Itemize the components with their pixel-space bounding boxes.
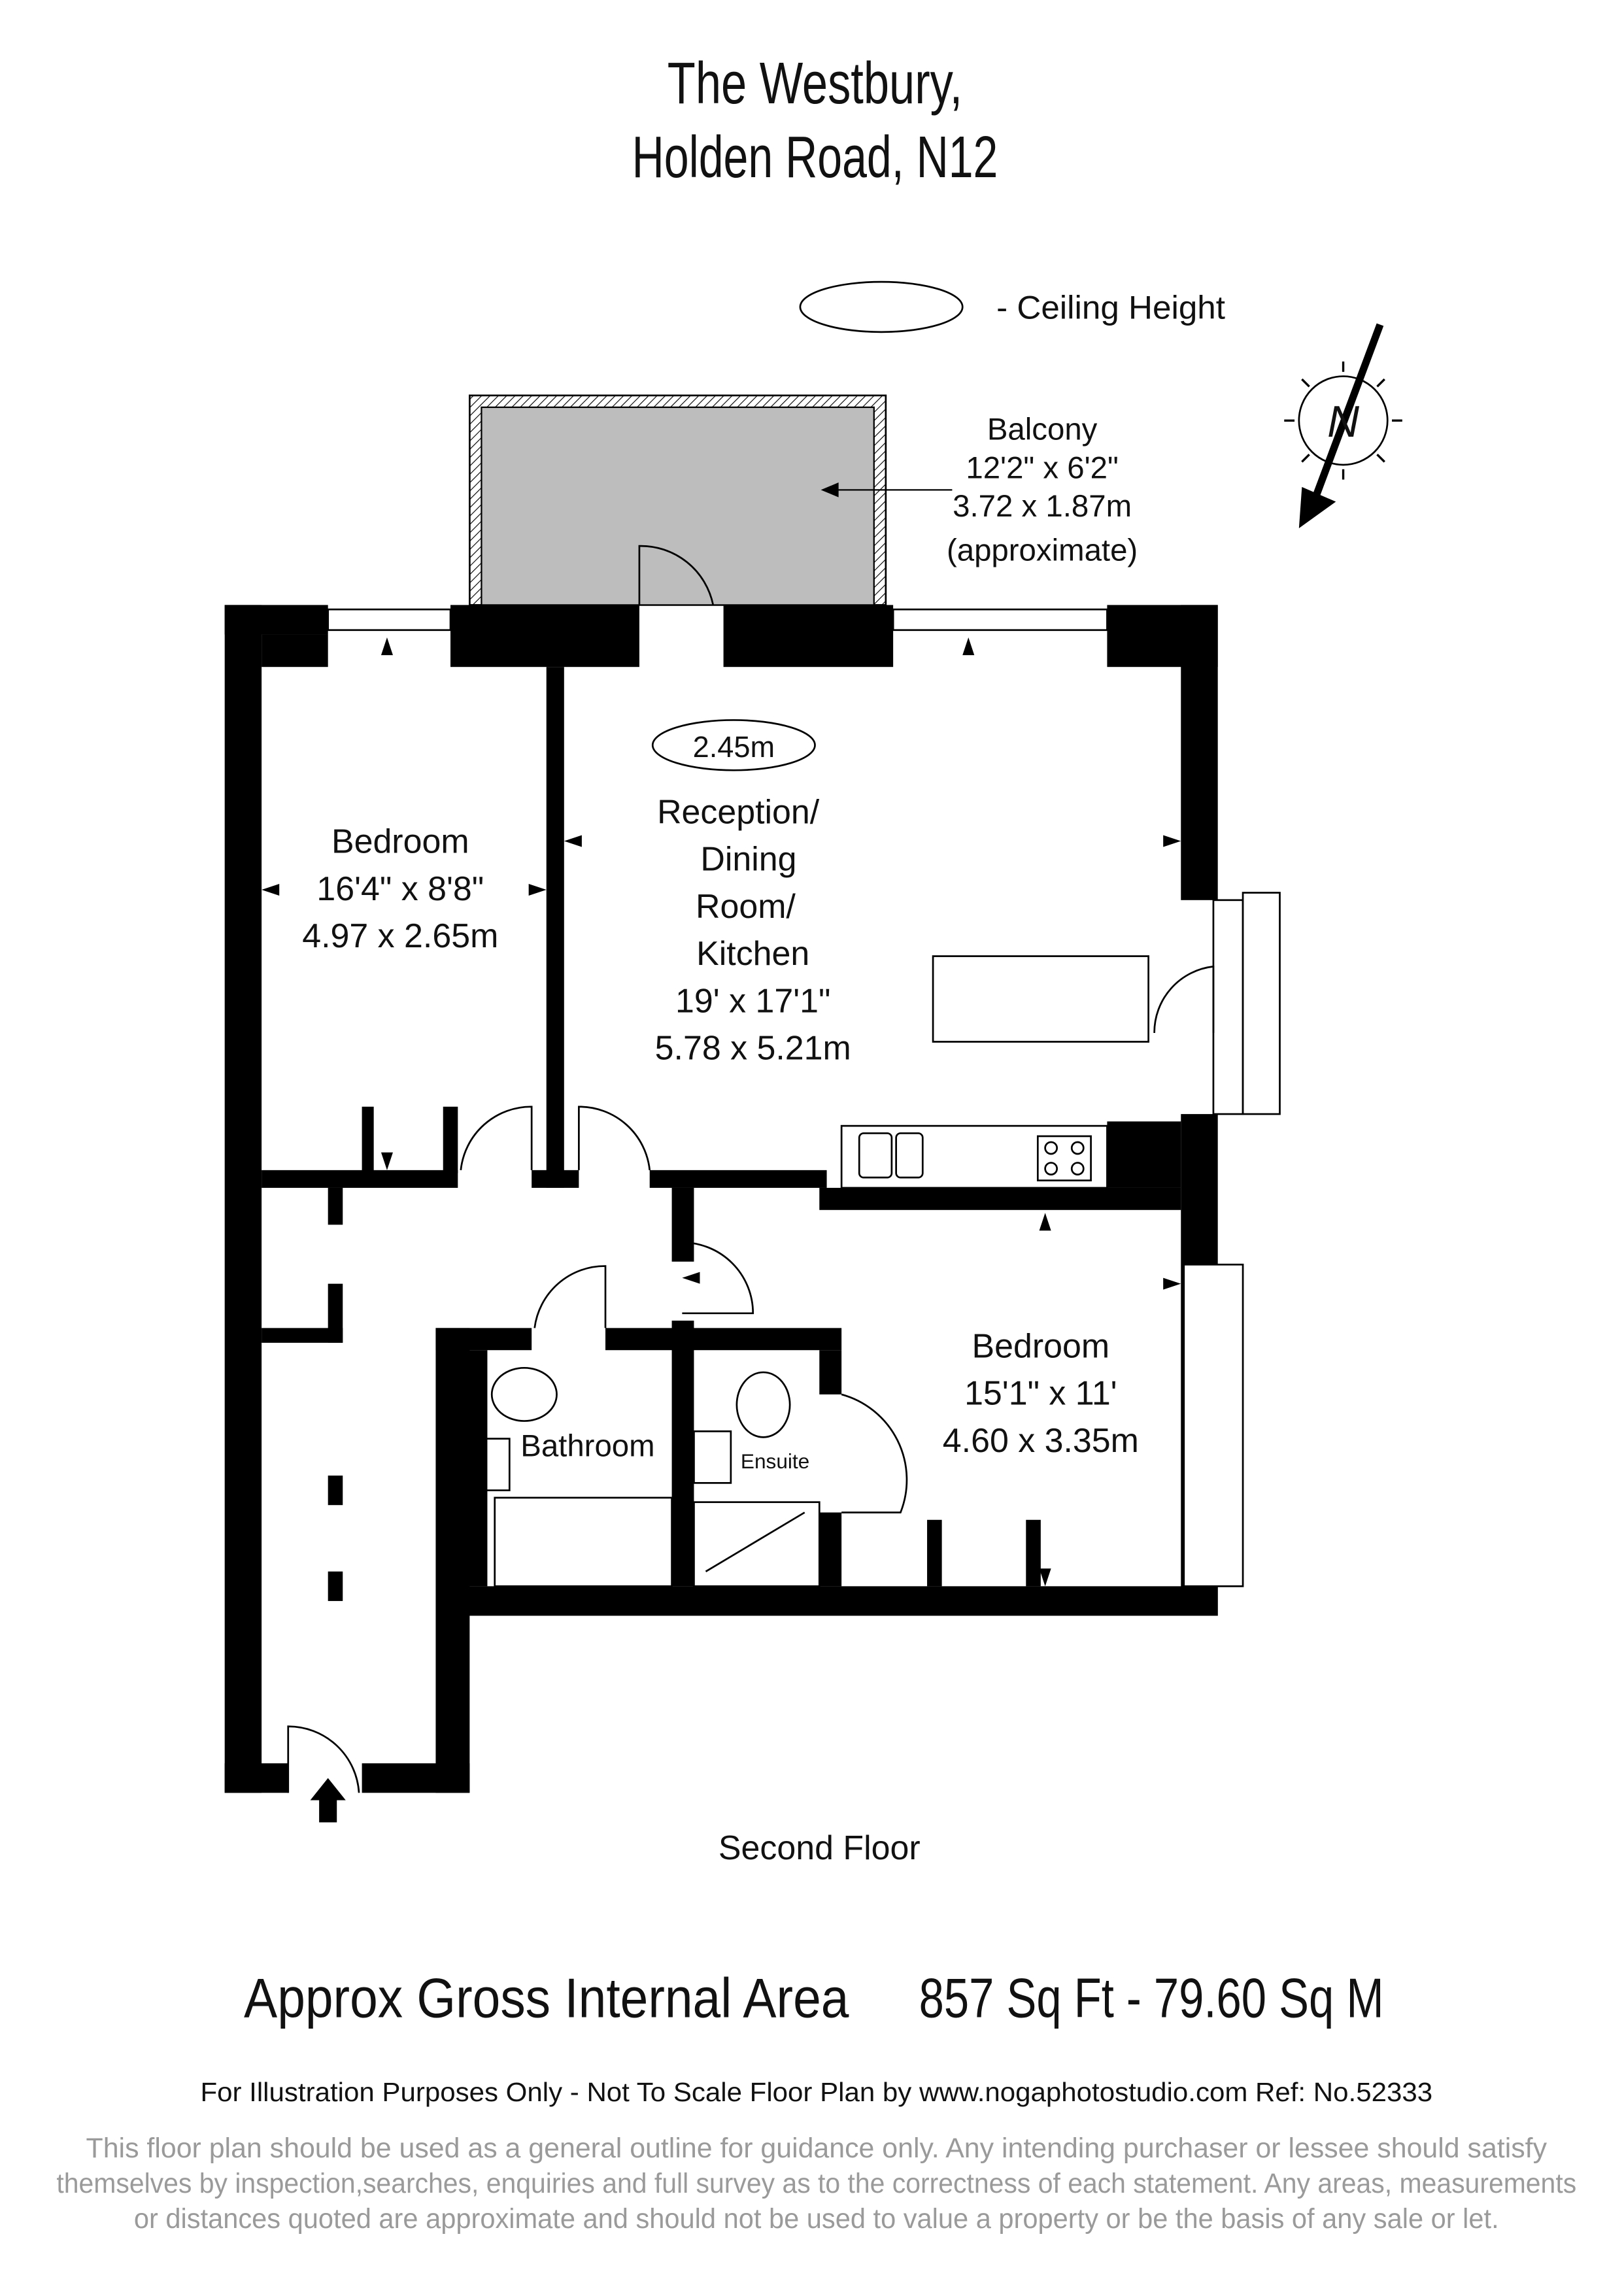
room-name-3: Room/ (696, 888, 796, 926)
balcony-note: (approximate) (947, 533, 1138, 568)
compass-north-label: N (1327, 397, 1359, 447)
room-metric: 4.97 x 2.65m (302, 917, 498, 955)
room-reception: Reception/ Dining Room/ Kitchen 19' x 17… (655, 793, 851, 1067)
dimension-arrows (262, 637, 1181, 1587)
room-bedroom-1: Bedroom 16'4" x 8'8" 4.97 x 2.65m (302, 823, 498, 955)
room-bathroom: Bathroom (520, 1429, 654, 1464)
ceiling-height-value: 2.45m (693, 730, 775, 764)
disclaimer-line-2: themselves by inspection,searches, enqui… (56, 2168, 1576, 2199)
room-name-2: Dining (700, 841, 796, 879)
ellipse-icon (799, 280, 964, 333)
entrance-arrow-icon (310, 1778, 346, 1823)
balcony-imperial: 12'2" x 6'2" (966, 450, 1118, 485)
doors (287, 545, 1215, 1793)
title-line-2: Holden Road, N12 (632, 124, 998, 190)
room-bedroom-2: Bedroom 15'1" x 11' 4.60 x 3.35m (943, 1328, 1139, 1460)
balcony-metric: 3.72 x 1.87m (953, 489, 1132, 524)
ceiling-height-legend: - Ceiling Height (996, 290, 1225, 326)
area-value: 857 Sq Ft - 79.60 Sq M (919, 1967, 1384, 2029)
walls (224, 605, 1218, 1793)
room-name-4: Kitchen (696, 935, 809, 973)
room-metric: 4.60 x 3.35m (943, 1422, 1139, 1460)
room-imperial: 15'1" x 11' (964, 1375, 1117, 1413)
area-label: Approx Gross Internal Area (244, 1967, 849, 2029)
balcony-name: Balcony (987, 413, 1098, 447)
footer-credit: For Illustration Purposes Only - Not To … (200, 2077, 1432, 2107)
disclaimer-line-1: This floor plan should be used as a gene… (86, 2133, 1548, 2164)
floor-label: Second Floor (719, 1829, 921, 1867)
room-name: Bedroom (331, 823, 469, 861)
room-ensuite: Ensuite (741, 1449, 809, 1473)
windows (327, 608, 1281, 1587)
room-imperial: 19' x 17'1" (675, 982, 830, 1020)
room-imperial: 16'4" x 8'8" (316, 870, 484, 908)
title-line-1: The Westbury, (668, 50, 962, 116)
room-metric: 5.78 x 5.21m (655, 1030, 851, 1068)
fixtures (471, 955, 1149, 1587)
room-name: Bedroom (972, 1328, 1110, 1366)
north-compass-icon: N (1284, 323, 1402, 529)
disclaimer-line-3: or distances quoted are approximate and … (134, 2203, 1499, 2235)
room-name-1: Reception/ (657, 793, 820, 831)
ceiling-height-marker (651, 719, 816, 771)
